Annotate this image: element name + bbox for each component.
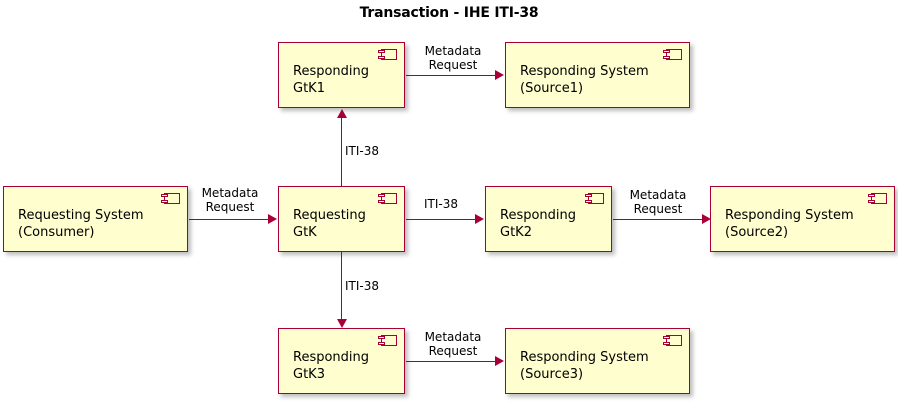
edge-gtk2-to-source2-line: [613, 219, 703, 220]
node-responding-gtk3-label: Responding GtK3: [293, 350, 370, 382]
edge-consumer-to-requesting-gtk-arrowhead: [268, 214, 277, 224]
node-requesting-system-consumer-label: Requesting System (Consumer): [18, 208, 144, 240]
node-responding-system-source2-label: Responding System (Source2): [725, 208, 854, 240]
node-responding-gtk1-label: Responding GtK1: [293, 64, 370, 96]
uml-component-icon: [868, 193, 887, 204]
edge-requesting-gtk-to-gtk2-label: ITI-38: [423, 197, 458, 211]
node-requesting-gtk[interactable]: Requesting GtK: [278, 186, 405, 252]
edge-gtk3-to-source3-label: Metadata Request: [424, 330, 482, 358]
edge-requesting-gtk-to-gtk3-line: [341, 252, 342, 322]
edge-requesting-gtk-to-gtk3-arrowhead: [337, 319, 347, 328]
node-responding-gtk2-label: Responding GtK2: [500, 208, 577, 240]
node-responding-system-source3[interactable]: Responding System (Source3): [505, 328, 690, 394]
edge-gtk2-to-source2-arrowhead: [702, 214, 711, 224]
edge-requesting-gtk-to-gtk2-arrowhead: [475, 214, 484, 224]
edge-gtk3-to-source3-line: [406, 361, 496, 362]
edge-requesting-gtk-to-gtk1-label: ITI-38: [345, 144, 380, 158]
edge-requesting-gtk-to-gtk2-line: [406, 219, 476, 220]
node-requesting-gtk-label: Requesting GtK: [293, 208, 366, 240]
node-responding-system-source2[interactable]: Responding System (Source2): [710, 186, 895, 252]
diagram-title: Transaction - IHE ITI-38: [359, 5, 539, 21]
uml-component-icon: [663, 49, 682, 60]
uml-component-icon: [585, 193, 604, 204]
edge-consumer-to-requesting-gtk-label: Metadata Request: [201, 186, 259, 214]
edge-gtk3-to-source3-arrowhead: [495, 356, 504, 366]
node-responding-system-source3-label: Responding System (Source3): [520, 350, 649, 382]
node-responding-gtk3[interactable]: Responding GtK3: [278, 328, 405, 394]
uml-component-icon: [378, 193, 397, 204]
node-responding-system-source1[interactable]: Responding System (Source1): [505, 42, 690, 108]
edge-requesting-gtk-to-gtk1-arrowhead: [337, 109, 347, 118]
edge-requesting-gtk-to-gtk3-label: ITI-38: [345, 279, 380, 293]
uml-component-icon: [378, 335, 397, 346]
uml-component-icon: [663, 335, 682, 346]
node-responding-system-source1-label: Responding System (Source1): [520, 64, 649, 96]
node-responding-gtk1[interactable]: Responding GtK1: [278, 42, 405, 108]
node-requesting-system-consumer[interactable]: Requesting System (Consumer): [3, 186, 188, 252]
edge-gtk2-to-source2-label: Metadata Request: [629, 188, 687, 216]
node-responding-gtk2[interactable]: Responding GtK2: [485, 186, 612, 252]
uml-component-icon: [378, 49, 397, 60]
edge-gtk1-to-source1-line: [406, 75, 496, 76]
edge-consumer-to-requesting-gtk-line: [189, 219, 269, 220]
edge-requesting-gtk-to-gtk1-line: [341, 118, 342, 188]
edge-gtk1-to-source1-label: Metadata Request: [424, 44, 482, 72]
edge-gtk1-to-source1-arrowhead: [495, 70, 504, 80]
uml-component-icon: [161, 193, 180, 204]
